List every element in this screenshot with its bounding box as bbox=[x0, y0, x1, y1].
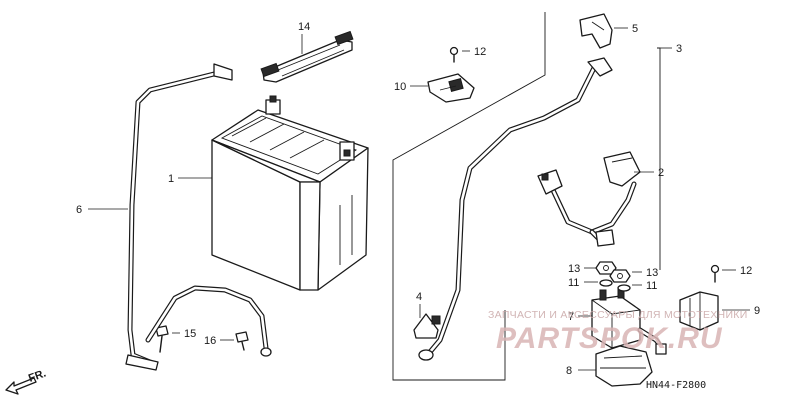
callout-7: 7 bbox=[568, 311, 574, 323]
callout-12-top: 12 bbox=[474, 46, 486, 58]
relay-bracket-9 bbox=[679, 291, 719, 331]
callout-13-left: 13 bbox=[568, 263, 580, 275]
washer-11-right bbox=[617, 284, 631, 292]
callout-2: 2 bbox=[658, 167, 664, 179]
callout-8: 8 bbox=[566, 365, 572, 377]
part-code: HN44-F2800 bbox=[646, 380, 706, 391]
callout-labels: 14 12 10 5 3 2 1 6 4 13 11 13 11 7 8 9 1… bbox=[76, 21, 760, 377]
battery-rod-6 bbox=[125, 63, 233, 371]
starter-relay-7 bbox=[591, 287, 667, 355]
watermark-logo: PARTSPOK.RU bbox=[496, 322, 723, 355]
callout-14: 14 bbox=[298, 21, 310, 33]
battery-cable-3 bbox=[418, 57, 613, 361]
battery-strap-14 bbox=[260, 30, 354, 83]
screw-12-top bbox=[449, 46, 459, 63]
callout-5: 5 bbox=[632, 23, 638, 35]
screw-12-right bbox=[710, 264, 720, 283]
callout-16: 16 bbox=[204, 335, 216, 347]
battery-1 bbox=[211, 95, 369, 291]
callout-1: 1 bbox=[168, 173, 174, 185]
front-direction-arrow: FR. bbox=[5, 367, 48, 395]
relay-boot-8 bbox=[595, 345, 653, 387]
terminal-cover-10 bbox=[427, 73, 475, 103]
cable-boot-4 bbox=[413, 313, 441, 339]
bolt-15 bbox=[155, 325, 169, 353]
ground-cable-lower bbox=[145, 285, 272, 357]
watermark: ЗАПЧАСТИ И АКСЕССУАРЫ ДЛЯ МОТОТЕХНИКИ PA… bbox=[488, 309, 748, 355]
callout-4: 4 bbox=[416, 291, 422, 303]
bolt-16 bbox=[235, 331, 249, 351]
callout-3: 3 bbox=[676, 43, 682, 55]
callout-9: 9 bbox=[754, 305, 760, 317]
terminal-cap-5 bbox=[579, 13, 613, 49]
washer-11-left bbox=[599, 279, 613, 287]
callout-10: 10 bbox=[394, 81, 406, 93]
watermark-tagline: ЗАПЧАСТИ И АКСЕССУАРЫ ДЛЯ МОТОТЕХНИКИ bbox=[488, 309, 748, 321]
callout-6: 6 bbox=[76, 204, 82, 216]
direction-label: FR. bbox=[27, 367, 48, 384]
callout-11-left: 11 bbox=[568, 277, 579, 289]
nut-13-right bbox=[609, 269, 631, 283]
callout-12-right: 12 bbox=[740, 265, 752, 277]
leader-lines bbox=[88, 27, 750, 371]
callout-15: 15 bbox=[184, 328, 196, 340]
callout-11-right: 11 bbox=[646, 280, 657, 292]
callout-13-right: 13 bbox=[646, 267, 658, 279]
starter-cable-2 bbox=[537, 151, 641, 247]
